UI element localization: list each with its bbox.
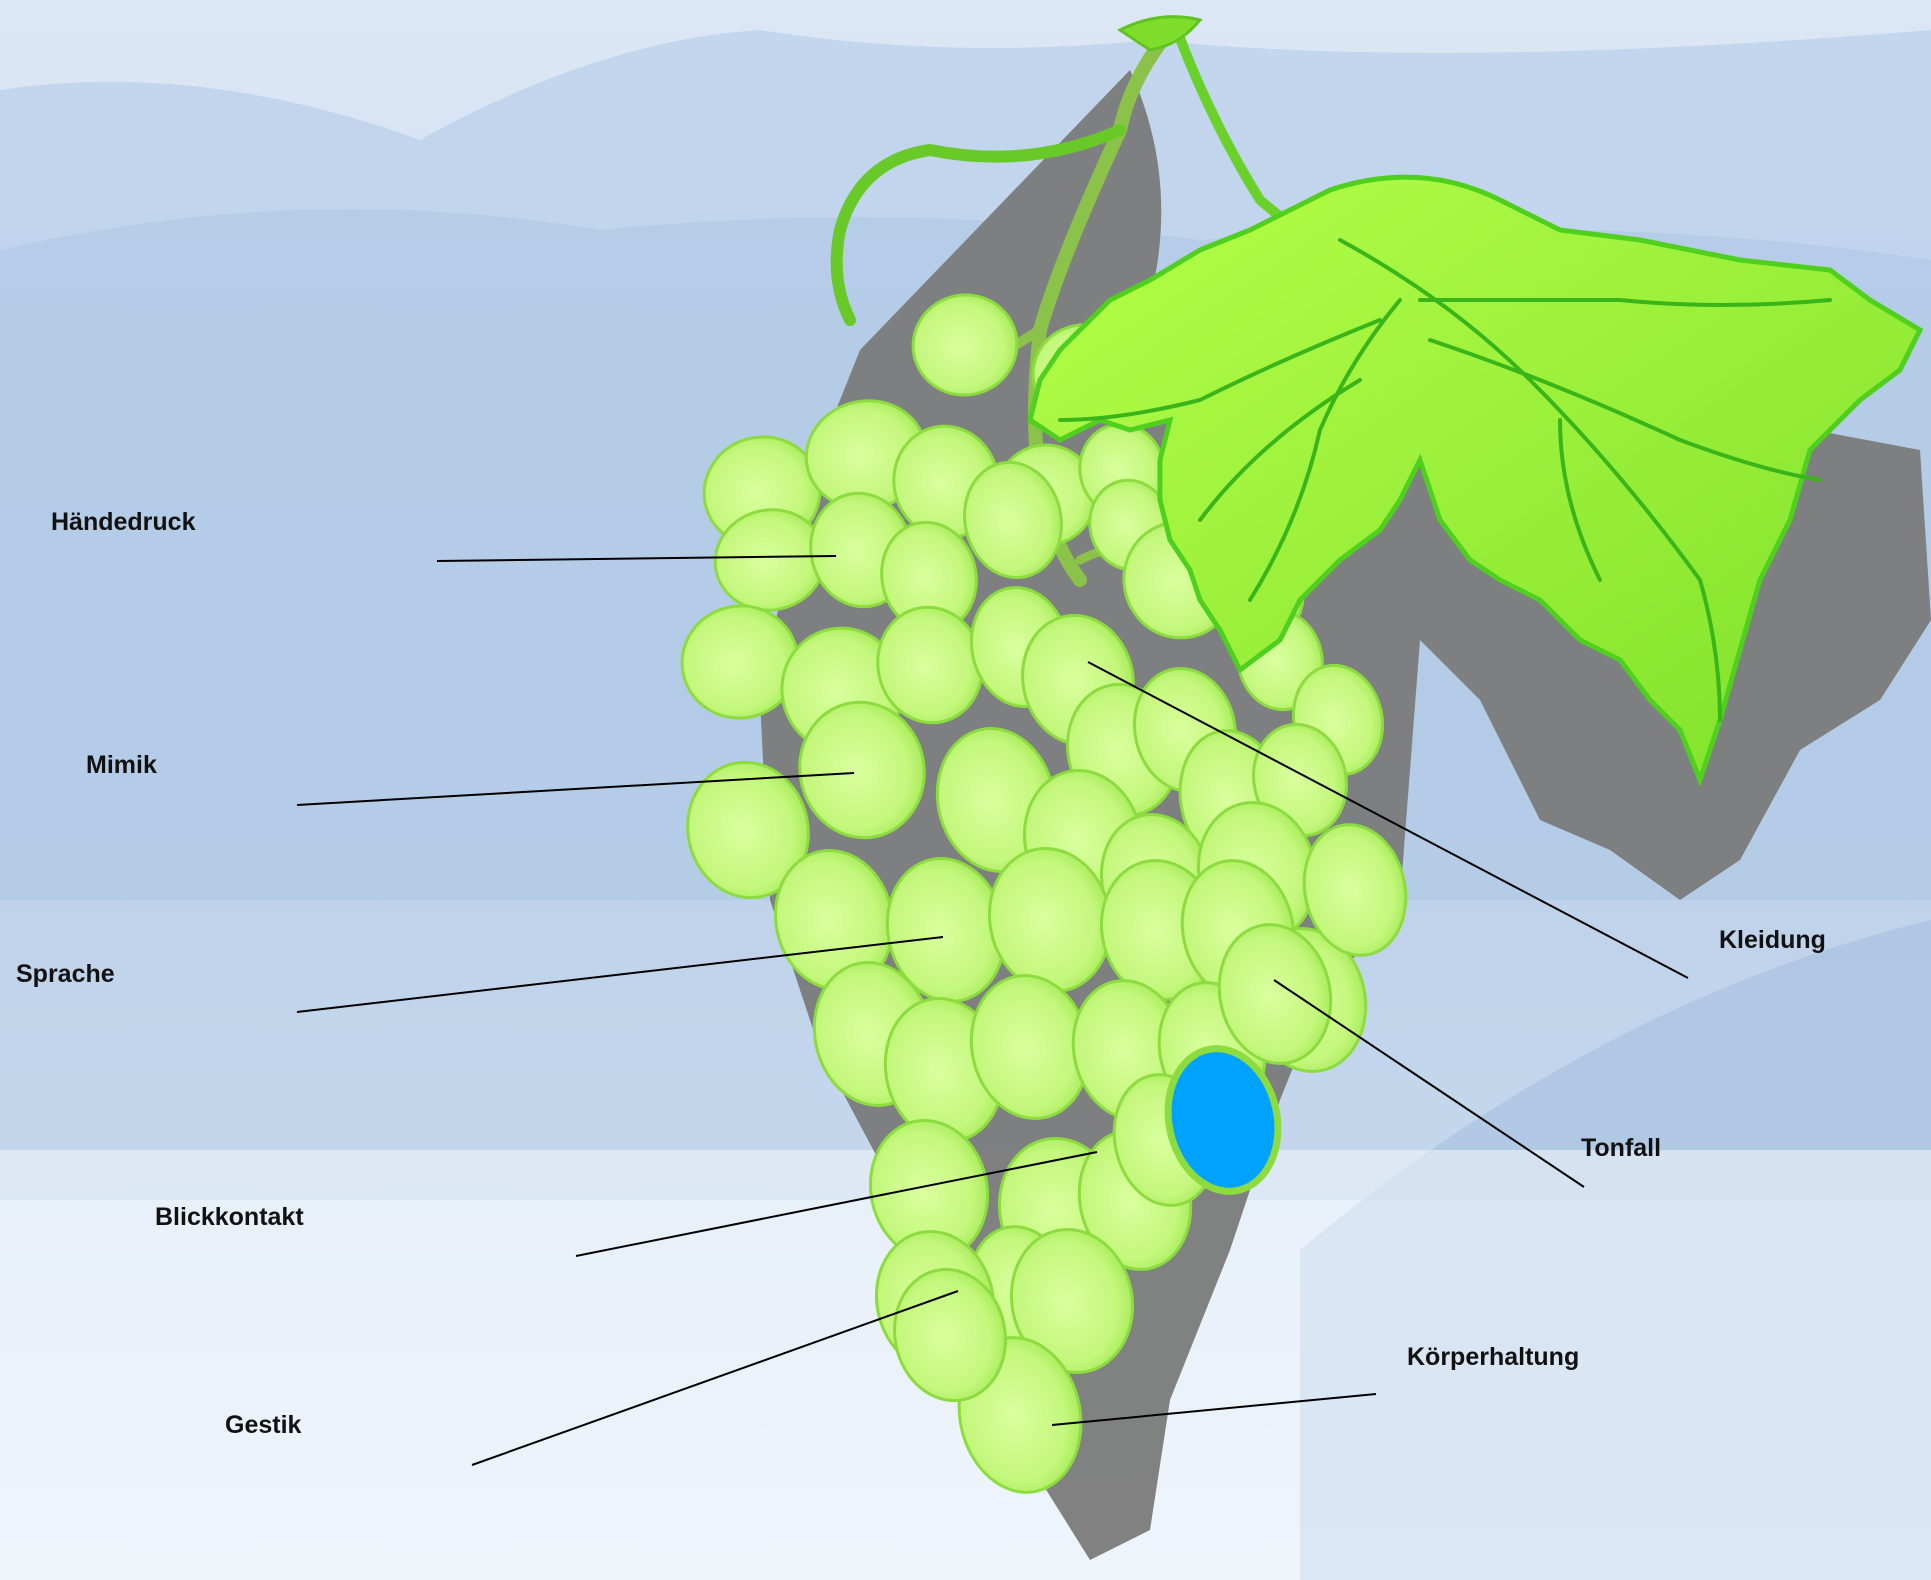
label-kleidung: Kleidung <box>1719 928 1826 953</box>
label-blickkontakt: Blickkontakt <box>155 1205 304 1230</box>
label-mimik: Mimik <box>86 753 157 778</box>
label-koerperhaltung: Körperhaltung <box>1407 1345 1579 1370</box>
label-tonfall: Tonfall <box>1581 1136 1661 1161</box>
label-gestik: Gestik <box>225 1413 301 1438</box>
label-haendedruck: Händedruck <box>51 510 195 535</box>
label-sprache: Sprache <box>16 962 115 987</box>
